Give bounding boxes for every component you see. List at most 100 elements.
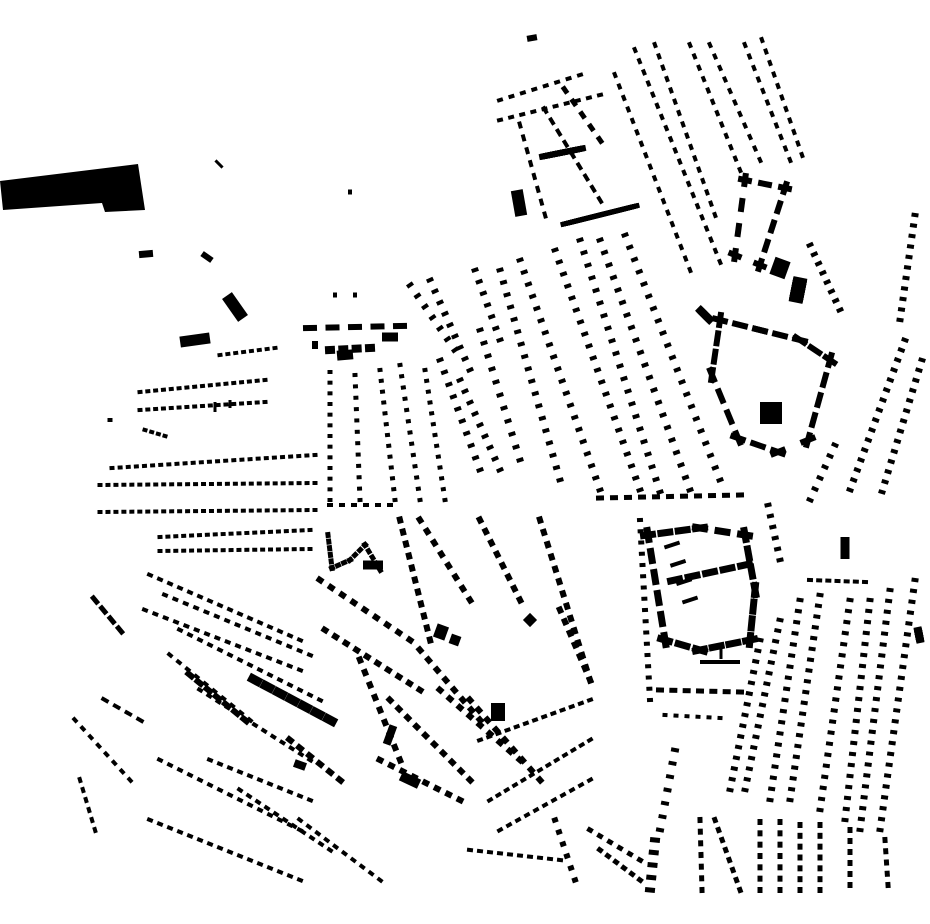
building [417,599,425,609]
building [422,367,428,373]
building [743,776,752,783]
building [171,596,179,603]
building [857,674,865,680]
building [647,163,654,171]
building [805,241,815,249]
building [153,509,159,514]
building [420,611,428,621]
building [673,232,680,240]
building [510,584,519,594]
building [370,323,385,330]
building [797,854,803,861]
building [491,703,505,721]
building [908,387,917,394]
building [649,91,656,99]
building [100,696,110,704]
building [365,547,373,556]
building [679,493,689,499]
building [726,787,734,793]
building [176,766,184,774]
building [732,155,739,163]
building [570,640,580,650]
building [908,599,916,605]
building [559,840,567,848]
building [196,593,204,600]
building [775,82,781,90]
building [435,299,445,306]
building [476,327,484,333]
building [534,185,541,194]
building [560,617,570,627]
building [559,589,567,599]
building [214,459,221,464]
building [213,402,217,412]
building [876,663,885,669]
building [340,559,348,567]
building [682,391,691,398]
building [443,335,452,343]
building [688,143,694,151]
building [355,441,361,446]
building [717,715,723,721]
building [883,773,892,779]
building [382,332,398,342]
building [749,598,758,615]
building [563,601,571,611]
building [565,75,573,82]
building [777,183,793,193]
building [296,636,304,644]
building [867,740,875,746]
building [417,497,423,503]
building [846,773,854,779]
building [306,797,314,803]
building [196,548,203,553]
building [176,405,182,410]
building [865,751,874,757]
building [413,475,420,480]
building [276,676,284,684]
building [879,642,887,647]
building [299,828,307,836]
building [203,631,211,637]
building [577,700,585,707]
building [137,482,143,487]
building [880,794,889,800]
building [288,481,294,486]
building [444,790,454,799]
building [670,747,680,753]
building [346,556,354,564]
building [333,292,337,298]
building [791,128,797,136]
building [196,837,204,843]
building [858,663,867,669]
building [627,462,636,470]
building [276,785,284,791]
building [660,800,670,807]
building [201,482,207,487]
building [430,288,440,295]
building [909,588,918,594]
building [256,777,264,783]
building [833,685,842,691]
building [877,816,886,822]
building [165,534,171,539]
building [522,720,530,727]
building [223,617,231,624]
building [771,638,780,644]
building [710,348,719,366]
building [899,417,908,424]
building [883,848,889,855]
building [145,389,151,394]
building [516,256,524,264]
building [541,801,549,809]
building [593,366,602,374]
building [845,784,853,790]
building [193,509,199,514]
building [656,610,667,628]
building [405,551,413,561]
building [835,306,845,314]
building [364,343,376,353]
building [327,444,333,449]
building [425,276,435,284]
building [228,531,234,536]
